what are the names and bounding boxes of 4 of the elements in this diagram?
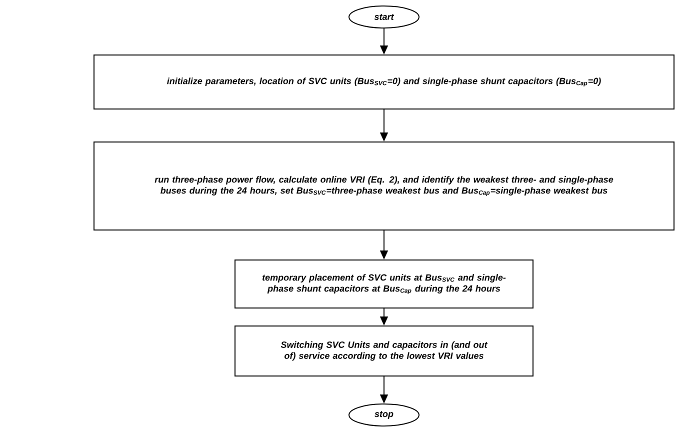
process-box: initialize parameters, location of SVC units (Bus$_{SVC}$=0) and single-phase shunt capacitors (Bus$_{Cap}$=0) (94, 54, 674, 110)
process-box: run three-phase power flow, calculate online VRI (Eq. 2), and identify the weakest three- and single-phase buses during the 24 hours, set Bus$_{SVC}$=three-phase weakest bus and Bus$_{Cap}$=single-phase weakest bus (94, 142, 674, 230)
process-box: temporary placement of SVC units at Bus$_{SVC}$ and single-phase shunt capacitors at Bus$_{Cap}$ during the 24 hours (234, 260, 534, 308)
process-box: Switching SVC Units and capacitors in (and out of) service according to the lowest VRI values (234, 326, 534, 376)
